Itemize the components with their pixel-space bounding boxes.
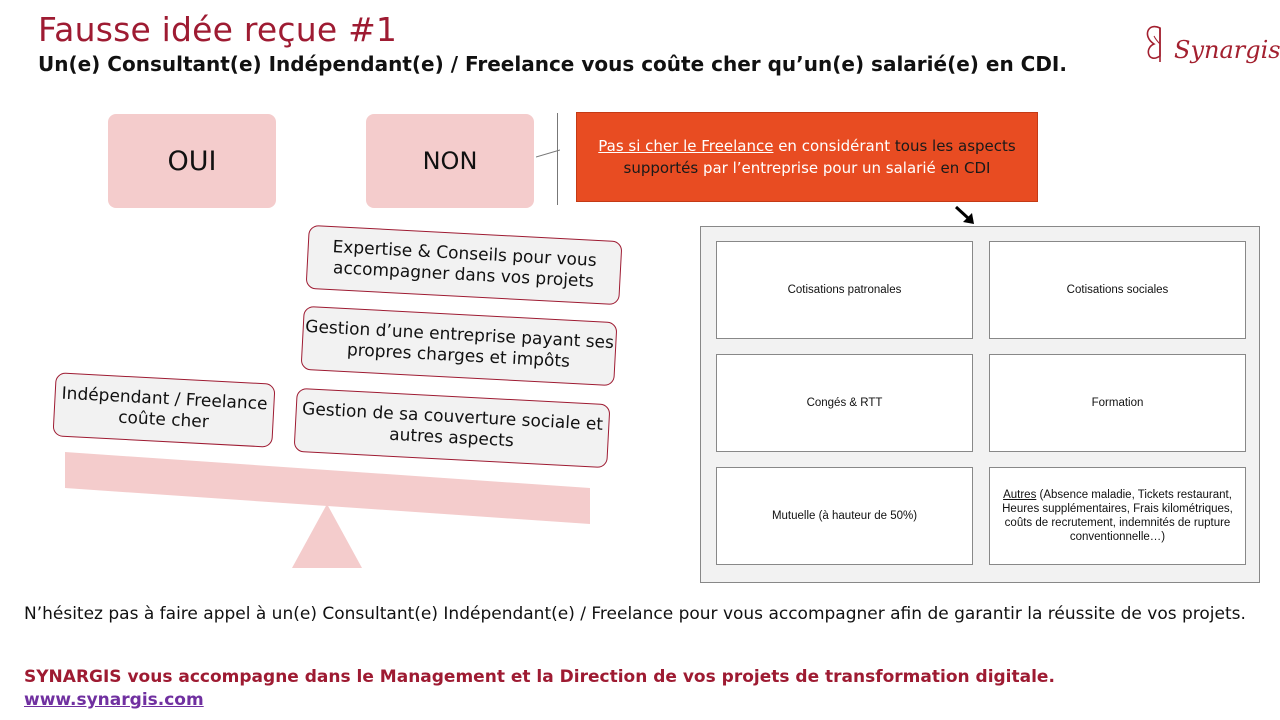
claim-box: Indépendant / Freelance coûte cher (52, 372, 276, 448)
cost-cell: Congés & RTT (716, 354, 973, 452)
cost-other-label: Autres (1003, 489, 1037, 501)
footer-text: N’hésitez pas à faire appel à un(e) Cons… (24, 604, 1246, 624)
argument-box: Gestion d’une entreprise payant ses prop… (300, 305, 618, 387)
footer-tagline: SYNARGIS vous accompagne dans le Managem… (24, 667, 1055, 687)
butterfly-icon (1146, 25, 1161, 62)
synargis-logo: Synargis (1140, 18, 1280, 76)
explanation-part-2: en considérant (773, 137, 895, 155)
explanation-part-5: en CDI (940, 159, 991, 177)
balance-scale (65, 452, 590, 568)
cost-cell: Mutuelle (à hauteur de 50%) (716, 467, 973, 565)
page-subtitle: Un(e) Consultant(e) Indépendant(e) / Fre… (38, 52, 1067, 76)
explanation-part-4: par l’entreprise pour un salarié (698, 159, 941, 177)
cost-cell: Formation (989, 354, 1246, 452)
explanation-box: Pas si cher le Freelance en considérant … (576, 112, 1038, 202)
argument-box: Expertise & Conseils pour vous accompagn… (305, 224, 623, 306)
cost-cell-other: Autres (Absence maladie, Tickets restaur… (989, 467, 1246, 565)
non-box: NON (366, 114, 534, 208)
balance-beam (65, 452, 590, 524)
oui-box: OUI (108, 114, 276, 208)
cost-cell: Cotisations patronales (716, 241, 973, 339)
explanation-part-3: tous les aspects supportés (623, 137, 1016, 177)
bracket-line (557, 113, 558, 205)
explanation-part-1: Pas si cher le Freelance (598, 137, 774, 155)
balance-fulcrum (292, 504, 362, 568)
cost-cell: Cotisations sociales (989, 241, 1246, 339)
cost-other-details: (Absence maladie, Tickets restaurant, He… (1002, 489, 1233, 543)
logo-text: Synargis (1174, 36, 1280, 64)
connector-line (536, 149, 560, 158)
arrow-down-right-icon (954, 205, 974, 224)
explanation-text: Pas si cher le Freelance en considérant … (587, 135, 1027, 179)
page-title: Fausse idée reçue #1 (38, 10, 398, 49)
website-link[interactable]: www.synargis.com (24, 690, 204, 710)
